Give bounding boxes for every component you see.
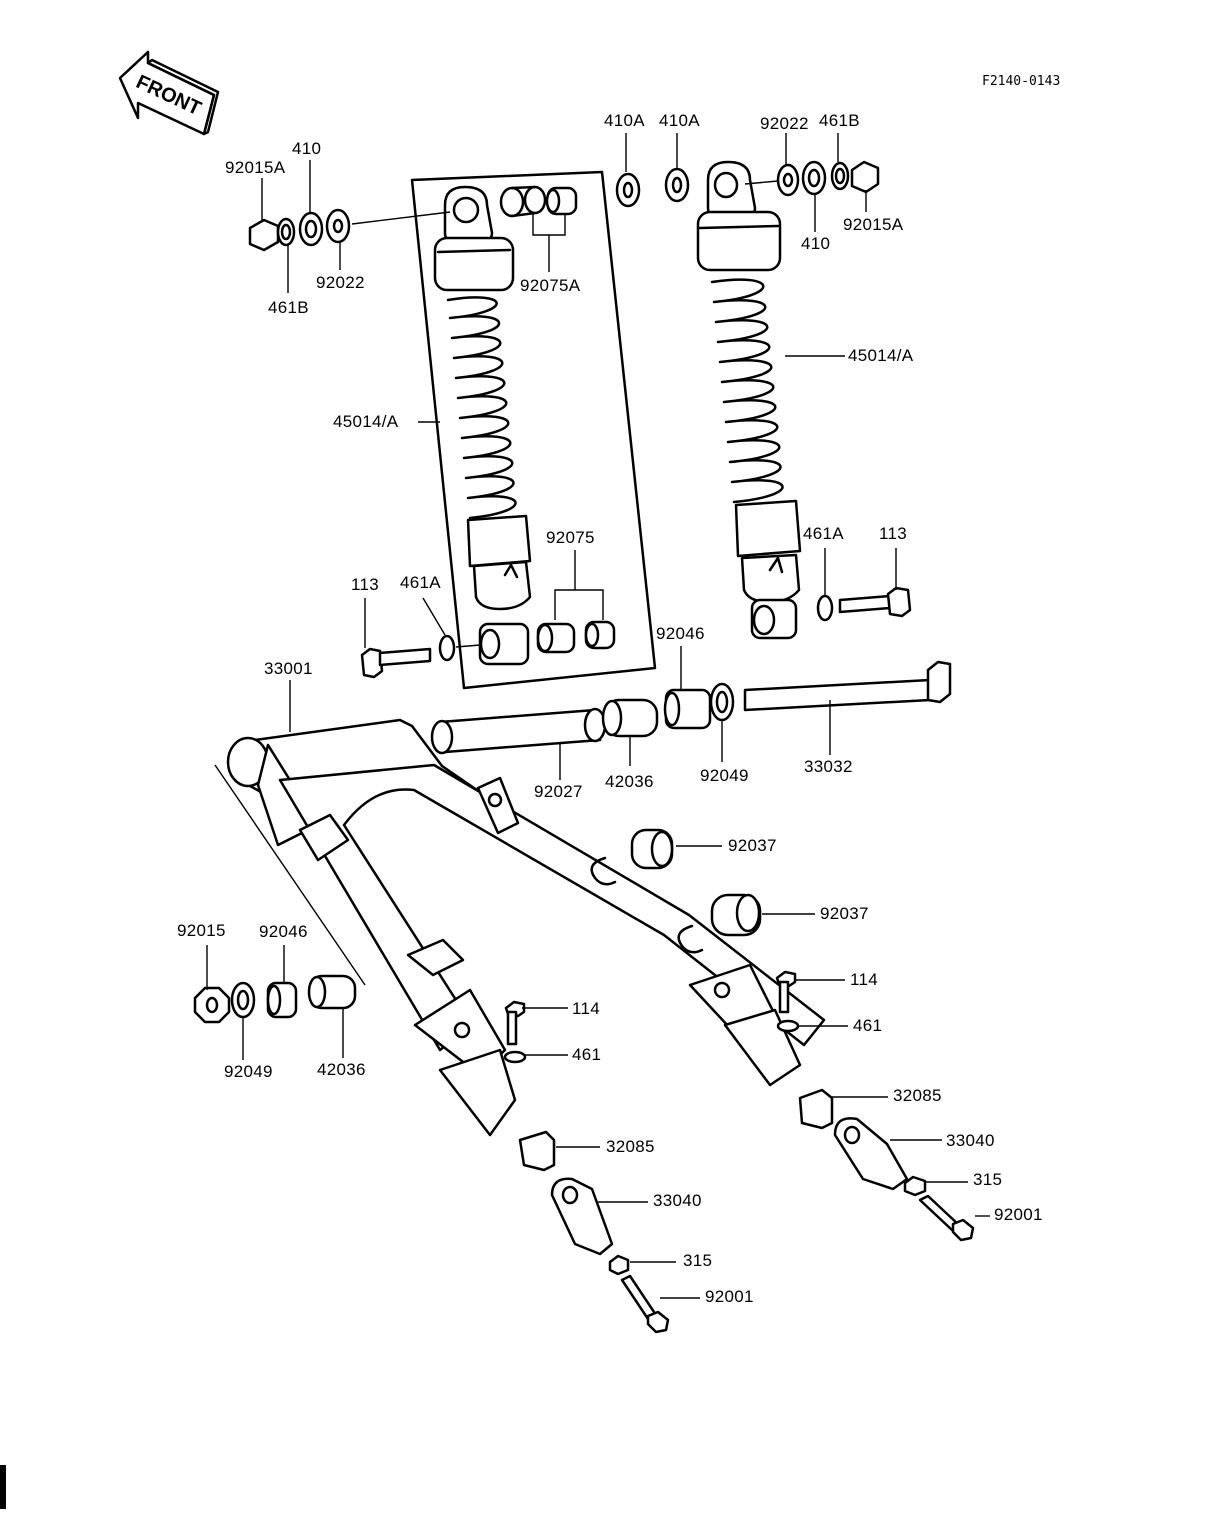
label-45014A-left: 45014/A [333,412,399,431]
label-33001: 33001 [264,659,313,678]
label-461B-left: 461B [268,298,309,317]
label-114-right: 114 [850,970,879,989]
left-upper-hardware [248,208,451,252]
label-45014A-right: 45014/A [848,346,914,365]
bolt-92001-left [608,1254,670,1334]
adjuster-32085-left [518,1130,556,1172]
bush-92037-b [710,893,762,937]
bushing-92075A [499,185,578,218]
leader-lines [206,133,990,1299]
label-92046-top: 92046 [656,624,705,643]
label-92075: 92075 [546,528,595,547]
label-114-mid: 114 [572,999,601,1018]
label-33040-left: 33040 [653,1191,702,1210]
bolt-92001-right [903,1175,975,1242]
bushing-92075 [536,620,616,654]
left-pivot-hardware [193,764,366,1024]
front-arrow-icon: FRONT [118,50,220,136]
plate-33040-left [550,1177,614,1256]
label-32085-left: 32085 [606,1137,655,1156]
label-315-left: 315 [683,1251,713,1270]
right-spring [710,278,784,504]
right-upper-hardware [615,160,880,208]
left-shock-box [410,170,657,690]
label-461-right: 461 [853,1016,883,1035]
label-92049-left: 92049 [224,1062,273,1081]
label-461A-left: 461A [400,573,441,592]
label-113-right: 113 [879,524,908,543]
pivot-parts [430,660,952,755]
label-92075A: 92075A [520,276,581,295]
swing-arm-33001 [226,718,826,1137]
label-410-left: 410 [292,139,322,158]
label-410A-1: 410A [604,111,645,130]
label-92015A-right: 92015A [843,215,904,234]
bolt-114-mid [503,1000,527,1064]
plate-33040-right [833,1117,909,1191]
label-92037-1: 92037 [728,836,777,855]
label-92015: 92015 [177,921,226,940]
label-92015A-left: 92015A [225,158,286,177]
bolt-114-right [775,970,800,1033]
label-92001-left: 92001 [705,1287,754,1306]
label-33032: 33032 [804,757,853,776]
label-461A-right: 461A [803,524,844,543]
left-shock-absorber [433,185,532,666]
label-461-mid: 461 [572,1045,602,1064]
label-33040-right: 33040 [946,1131,995,1150]
label-92037-2: 92037 [820,904,869,923]
label-32085-right: 32085 [893,1086,942,1105]
label-92046-left: 92046 [259,922,308,941]
bush-92037-a [630,828,674,870]
right-shock-absorber [696,160,802,640]
label-113-left: 113 [351,575,380,594]
label-92027: 92027 [534,782,583,801]
adjuster-32085-right [798,1088,834,1130]
label-315-right: 315 [973,1170,1003,1189]
label-92022-left: 92022 [316,273,365,292]
label-92022-right: 92022 [760,114,809,133]
left-bolt-113 [360,634,481,679]
label-42036-left: 42036 [317,1060,366,1079]
label-461B-right: 461B [819,111,860,130]
label-42036-top: 42036 [605,772,654,791]
label-410-right: 410 [801,234,831,253]
diagram-code: F2140-0143 [982,74,1061,89]
label-92049-top: 92049 [700,766,749,785]
label-92001-right: 92001 [994,1205,1043,1224]
label-410A-2: 410A [659,111,700,130]
left-spring [446,296,517,520]
right-bolt-113 [816,586,912,622]
